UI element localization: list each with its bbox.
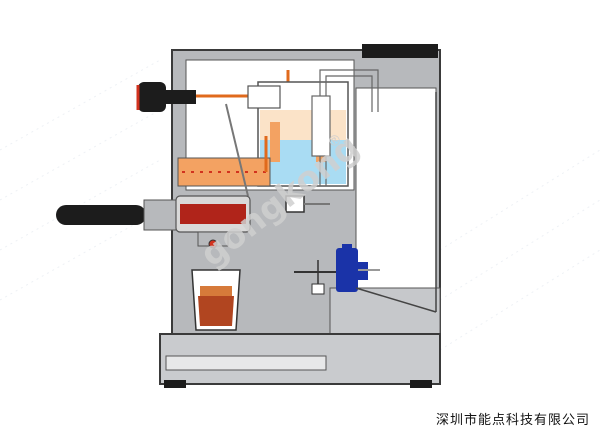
heating-element — [177, 136, 271, 187]
steam-wand — [311, 69, 379, 186]
brew-group — [285, 195, 330, 213]
water-tank — [355, 92, 437, 313]
feed-pipe — [225, 103, 249, 197]
steam-knob — [136, 82, 196, 112]
company-caption: 深圳市能点科技有限公司 — [435, 413, 590, 428]
pump — [294, 244, 380, 295]
coffee-cup — [191, 269, 241, 331]
boiler — [247, 81, 349, 187]
portafilter — [56, 195, 251, 249]
